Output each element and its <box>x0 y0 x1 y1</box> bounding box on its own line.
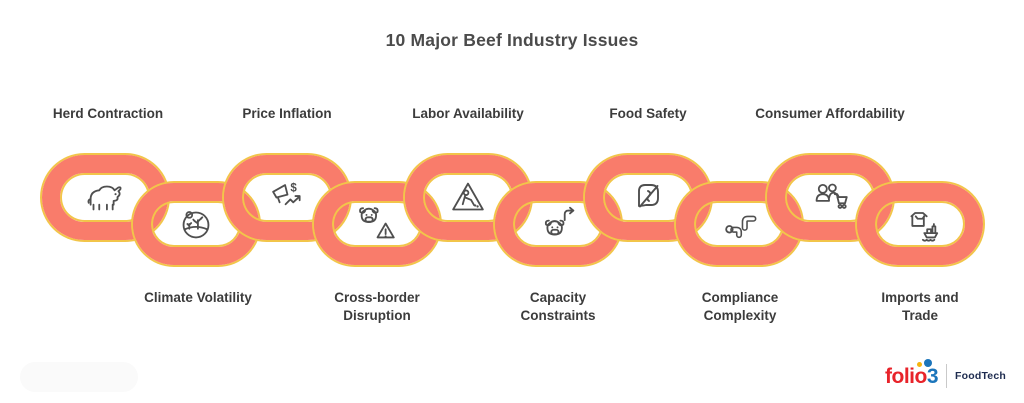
logo-divider <box>946 364 948 388</box>
cow-cycle-arrow-icon <box>544 206 575 236</box>
logo-brand-number: 3 <box>926 364 939 388</box>
watermark-pill <box>20 362 138 392</box>
package-ship-icon <box>910 212 939 242</box>
logo-brand: folio3 <box>885 358 939 388</box>
cow-warning-icon <box>359 207 395 239</box>
issue-label-climate-volatility: Climate Volatility <box>144 290 252 305</box>
desert-plant-icon <box>182 211 210 239</box>
megaphone-dollar-icon: $ <box>272 182 301 205</box>
issue-label-consumer-affordability: Consumer Affordability <box>755 106 905 121</box>
issue-label-food-safety: Food Safety <box>609 106 687 121</box>
logo-blue-dot <box>924 358 933 367</box>
folio3-logo: folio3 FoodTech <box>885 358 1006 388</box>
page-title: 10 Major Beef Industry Issues <box>385 30 639 50</box>
logo-brand-prefix: folio <box>885 364 927 388</box>
svg-text:$: $ <box>290 182 297 194</box>
shoppers-cart-icon <box>815 183 848 209</box>
issue-label-compliance-complexity: Compliance Complexity <box>701 290 779 323</box>
bull-icon <box>87 185 122 210</box>
chef-slash-icon <box>638 183 659 207</box>
issue-label-cross-border-disruption: Cross-border Disruption <box>334 290 420 323</box>
workflow-arrows-icon <box>725 215 757 239</box>
issue-label-price-inflation: Price Inflation <box>242 106 332 121</box>
logo-suffix: FoodTech <box>955 370 1006 382</box>
issue-label-imports-and-trade: Imports and Trade <box>881 290 959 323</box>
logo-yellow-dot <box>917 361 923 367</box>
issue-label-capacity-constraints: Capacity Constraints <box>520 290 596 323</box>
chain-link-imports-and-trade <box>857 183 983 265</box>
worker-sign-icon <box>452 182 484 210</box>
issue-label-labor-availability: Labor Availability <box>412 106 524 121</box>
issue-label-herd-contraction: Herd Contraction <box>52 106 164 121</box>
